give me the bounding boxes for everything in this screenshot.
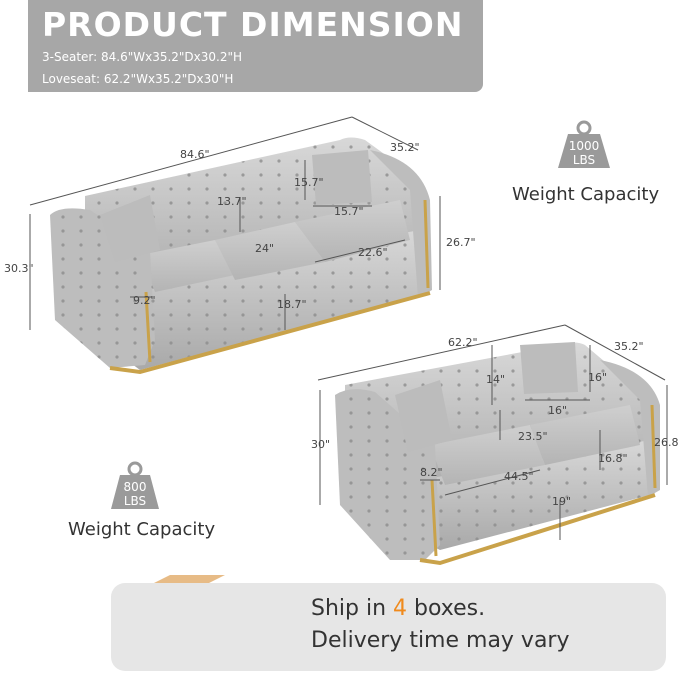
weight-icon [558,120,610,168]
dim-3seater-height: 30.3" [4,262,34,275]
dim-loveseat-pillow-width: 16" [548,404,568,417]
ship-boxes-text: Ship in 4 boxes. [311,596,485,621]
dim-loveseat-arm-width: 8.2" [420,466,443,479]
shipping-banner: Ship in 4 boxes. Delivery time may vary [111,583,666,671]
ship-box-count: 4 [393,596,408,621]
dim-loveseat-width: 62.2" [448,336,478,349]
delivery-time-text: Delivery time may vary [311,628,570,653]
dim-loveseat-seat-width: 44.5" [504,470,534,483]
weight-icon [111,461,159,509]
dim-3seater-width: 84.6" [180,148,210,161]
weight-label: Weight Capacity [68,519,216,540]
weight-unit: LBS [572,153,596,167]
sofa-3-seater-dimension-lines [29,116,441,330]
weight-value: 1000 [568,139,600,153]
loveseat-dimension-lines [317,324,668,540]
spec-loveseat: Loveseat: 62.2"Wx35.2"Dx30"H [42,72,234,86]
sofa-3-seater-drawing [50,137,432,375]
dim-3seater-arm-width: 9.2" [133,294,156,307]
dim-loveseat-pillow-height: 16" [588,371,608,384]
dim-loveseat-back-height: 14" [486,373,506,386]
weight-label: Weight Capacity [512,184,660,205]
dim-loveseat-seat-height: 19" [552,495,572,508]
weight-unit: LBS [123,494,147,508]
page-title: PRODUCT DIMENSION [42,5,464,44]
weight-value: 800 [123,480,147,494]
dim-3seater-pillow-width: 15.7" [334,205,364,218]
dim-3seater-seat-depth: 24" [255,242,275,255]
dim-loveseat-arm-height: 26.8" [654,436,679,449]
dim-loveseat-height: 30" [311,438,331,451]
dim-3seater-seat-width: 22.6" [358,246,388,259]
loveseat-drawing [335,342,660,566]
spec-3-seater: 3-Seater: 84.6"Wx35.2"Dx30.2"H [42,50,243,64]
dim-loveseat-seat-height-2: 16.8" [598,452,628,465]
dim-3seater-seat-height: 18.7" [277,298,307,311]
dim-3seater-pillow-height: 15.7" [294,176,324,189]
header-banner: PRODUCT DIMENSION 3-Seater: 84.6"Wx35.2"… [28,0,483,92]
dim-loveseat-depth: 35.2" [614,340,644,353]
dim-3seater-back-height: 13.7" [217,195,247,208]
ship-prefix: Ship in [311,596,394,621]
dim-3seater-depth: 35.2" [390,141,420,154]
dim-loveseat-seat-depth: 23.5" [518,430,548,443]
ship-suffix: boxes. [407,596,486,621]
dim-3seater-arm-height: 26.7" [446,236,476,249]
